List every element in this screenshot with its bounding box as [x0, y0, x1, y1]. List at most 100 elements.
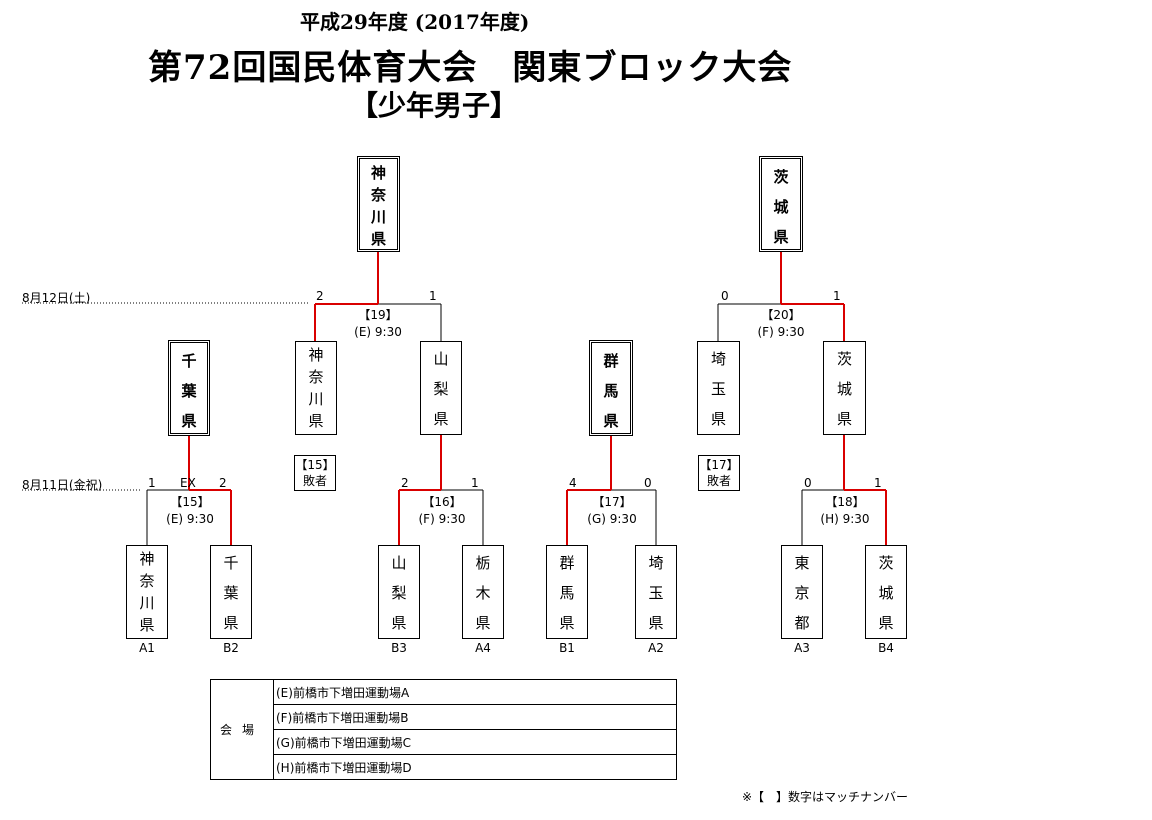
slot-a2: A2 [648, 641, 664, 655]
team-r1-yamanashi: 山 梨 県 [378, 545, 420, 639]
team-r1-tochigi: 栃 木 県 [462, 545, 504, 639]
m16-number: 【16】 [422, 495, 462, 509]
team-char: 埼 [648, 554, 664, 572]
m20-number: 【20】 [761, 308, 801, 322]
team-char: 県 [603, 412, 619, 430]
team-char: 京 [794, 584, 810, 602]
team-char: 川 [370, 208, 386, 226]
team-char: 栃 [475, 554, 491, 572]
team-char: 群 [559, 554, 575, 572]
team-char: 県 [648, 614, 664, 632]
team-r1-tokyo: 東 京 都 [781, 545, 823, 639]
loser-box-15: 【15】 敗者 [294, 455, 336, 491]
slot-b1: B1 [559, 641, 575, 655]
m17-score-right: 0 [644, 476, 652, 490]
m18-score-left: 0 [804, 476, 812, 490]
slot-a1: A1 [139, 641, 155, 655]
loser-label: 敗者 [706, 474, 731, 488]
m15-ex: EX [180, 476, 196, 490]
team-char: 城 [773, 198, 789, 216]
team-char: 都 [794, 614, 810, 632]
venue-header: 会場 [210, 679, 274, 780]
team-char: 茨 [836, 350, 852, 368]
slot-b2: B2 [223, 641, 239, 655]
header-year: 平成29年度 (2017年度) [300, 10, 530, 34]
team-char: 県 [223, 614, 239, 632]
m18-score-right: 1 [874, 476, 882, 490]
team-champion-ibaraki: 茨 城 県 [759, 156, 803, 252]
m19-score-left: 2 [316, 289, 324, 303]
team-char: 川 [308, 390, 324, 408]
team-char: 埼 [710, 350, 726, 368]
team-char: 県 [710, 410, 726, 428]
team-r2-ibaraki: 茨 城 県 [823, 341, 866, 435]
slot-b3: B3 [391, 641, 407, 655]
team-char: 神 [370, 164, 386, 182]
team-char: 県 [773, 228, 789, 246]
m16-score-left: 2 [401, 476, 409, 490]
team-char: 城 [836, 380, 852, 398]
team-char: 県 [181, 412, 197, 430]
venue-row: (E)前橋市下増田運動場A [273, 679, 677, 705]
division-title: 【少年男子】 [350, 89, 519, 122]
team-char: 神 [308, 346, 324, 364]
team-char: 奈 [370, 186, 386, 204]
m17-time: (G) 9:30 [587, 512, 637, 526]
team-r1-kanagawa: 神 奈 川 県 [126, 545, 168, 639]
team-char: 茨 [773, 168, 789, 186]
m15-number: 【15】 [170, 495, 210, 509]
slot-a3: A3 [794, 641, 810, 655]
m15-score-right: 2 [219, 476, 227, 490]
team-char: 梨 [391, 584, 407, 602]
team-char: 城 [878, 584, 894, 602]
team-r1-gunma: 群 馬 県 [546, 545, 588, 639]
m15-score-left: 1 [148, 476, 156, 490]
m17-score-left: 4 [569, 476, 577, 490]
team-char: 川 [139, 594, 155, 612]
date-day1: 8月11日(金祝) [22, 478, 103, 492]
team-char: 馬 [603, 382, 619, 400]
team-char: 葉 [181, 382, 197, 400]
m19-time: (E) 9:30 [354, 325, 402, 339]
team-r2-yamanashi: 山 梨 県 [420, 341, 462, 435]
venue-row: (H)前橋市下増田運動場D [273, 754, 677, 780]
team-char: 山 [433, 350, 449, 368]
venue-row: (G)前橋市下増田運動場C [273, 729, 677, 755]
footnote: ※【 】数字はマッチナンバー [742, 790, 909, 804]
team-char: 梨 [433, 380, 449, 398]
team-char: 県 [391, 614, 407, 632]
team-r2-gunma: 群 馬 県 [589, 340, 633, 436]
m18-time: (H) 9:30 [820, 512, 870, 526]
loser-box-17: 【17】 敗者 [698, 455, 740, 491]
team-char: 東 [794, 554, 810, 572]
team-char: 県 [370, 230, 386, 248]
page-title: 第72回国民体育大会 関東ブロック大会 [148, 48, 793, 88]
team-char: 群 [603, 352, 619, 370]
team-char: 千 [223, 554, 239, 572]
m19-number: 【19】 [358, 308, 398, 322]
team-char: 県 [139, 616, 155, 634]
team-char: 葉 [223, 584, 239, 602]
team-r2-saitama: 埼 玉 県 [697, 341, 740, 435]
team-char: 玉 [710, 380, 726, 398]
date-day2: 8月12日(土) [22, 291, 91, 305]
team-char: 玉 [648, 584, 664, 602]
m16-score-right: 1 [471, 476, 479, 490]
team-r1-saitama: 埼 玉 県 [635, 545, 677, 639]
team-r2-chiba: 千 葉 県 [168, 340, 210, 436]
m16-time: (F) 9:30 [418, 512, 466, 526]
team-champion-kanagawa: 神 奈 川 県 [357, 156, 400, 252]
loser-match-number: 【15】 [295, 458, 335, 472]
team-r1-ibaraki: 茨 城 県 [865, 545, 907, 639]
team-char: 県 [433, 410, 449, 428]
slot-a4: A4 [475, 641, 491, 655]
m19-score-right: 1 [429, 289, 437, 303]
team-char: 奈 [308, 368, 324, 386]
m15-time: (E) 9:30 [166, 512, 214, 526]
venue-row: (F)前橋市下増田運動場B [273, 704, 677, 730]
team-char: 県 [836, 410, 852, 428]
team-char: 県 [878, 614, 894, 632]
team-r2-kanagawa: 神 奈 川 県 [295, 341, 337, 435]
slot-b4: B4 [878, 641, 894, 655]
